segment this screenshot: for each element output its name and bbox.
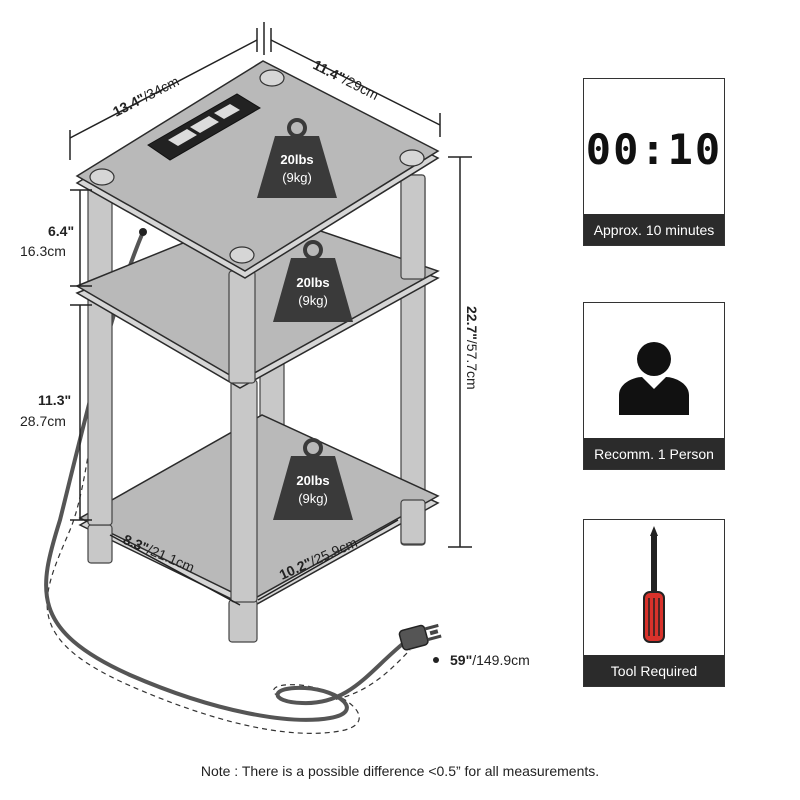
card-people-count-caption: Recomm. 1 Person [584,438,724,469]
card-assembly-time: 00:10 Approx. 10 minutes [583,78,725,246]
cord-entry-point [139,228,147,236]
dim-total-height-in: 22.7" [464,306,480,340]
dim-cord-length: 59"/149.9cm [450,652,530,668]
weight-top-kg: (9kg) [282,170,312,185]
power-cord [44,230,407,722]
dim-cord-length-cm: /149.9cm [472,652,530,668]
weight-top-lbs: 20lbs [280,152,313,167]
screwdriver-icon [584,520,724,655]
weight-badge-bottom: 20lbs (9kg) [273,438,353,520]
weight-badge-middle: 20lbs (9kg) [273,240,353,322]
card-assembly-time-caption: Approx. 10 minutes [584,214,724,245]
dim-cord-length-in: 59" [450,652,472,668]
shelf-top [75,60,440,279]
person-icon [584,303,724,438]
timer-display-icon: 00:10 [584,79,724,214]
weight-badge-top: 20lbs (9kg) [257,118,337,198]
card-people-count: Recomm. 1 Person [583,302,725,470]
weight-middle-kg: (9kg) [298,293,328,308]
weight-bottom-lbs: 20lbs [296,473,329,488]
power-outlet-strip-icon [147,93,261,161]
weight-bottom-kg: (9kg) [298,491,328,506]
leg-middle-front [228,270,256,384]
dim-top-width-cm: /34cm [140,73,181,105]
shelf-bottom [78,414,440,643]
timer-display-digits: 00:10 [585,125,723,174]
dim-total-height-cm: /57.7cm [464,340,480,390]
power-plug-icon [398,623,442,651]
card-tool-required-caption: Tool Required [584,655,724,686]
dim-top-width: 13.4"/34cm [110,73,181,120]
leg-middle-right [400,174,426,280]
weight-middle-lbs: 20lbs [296,275,329,290]
leg-front-middle [230,379,258,603]
dim-total-height: 22.7"/57.7cm [464,306,480,390]
leg-front-left [87,184,113,526]
card-tool-required: Tool Required [583,519,725,687]
dim-upper-gap-cm: 16.3cm [20,243,66,259]
dim-lower-gap-in: 11.3" [38,392,71,408]
dim-top-depth-cm: /29cm [340,71,381,103]
measurement-note: Note : There is a possible difference <0… [200,763,600,779]
dim-upper-gap-in: 6.4" [48,223,74,239]
dim-lower-gap-cm: 28.7cm [20,413,66,429]
